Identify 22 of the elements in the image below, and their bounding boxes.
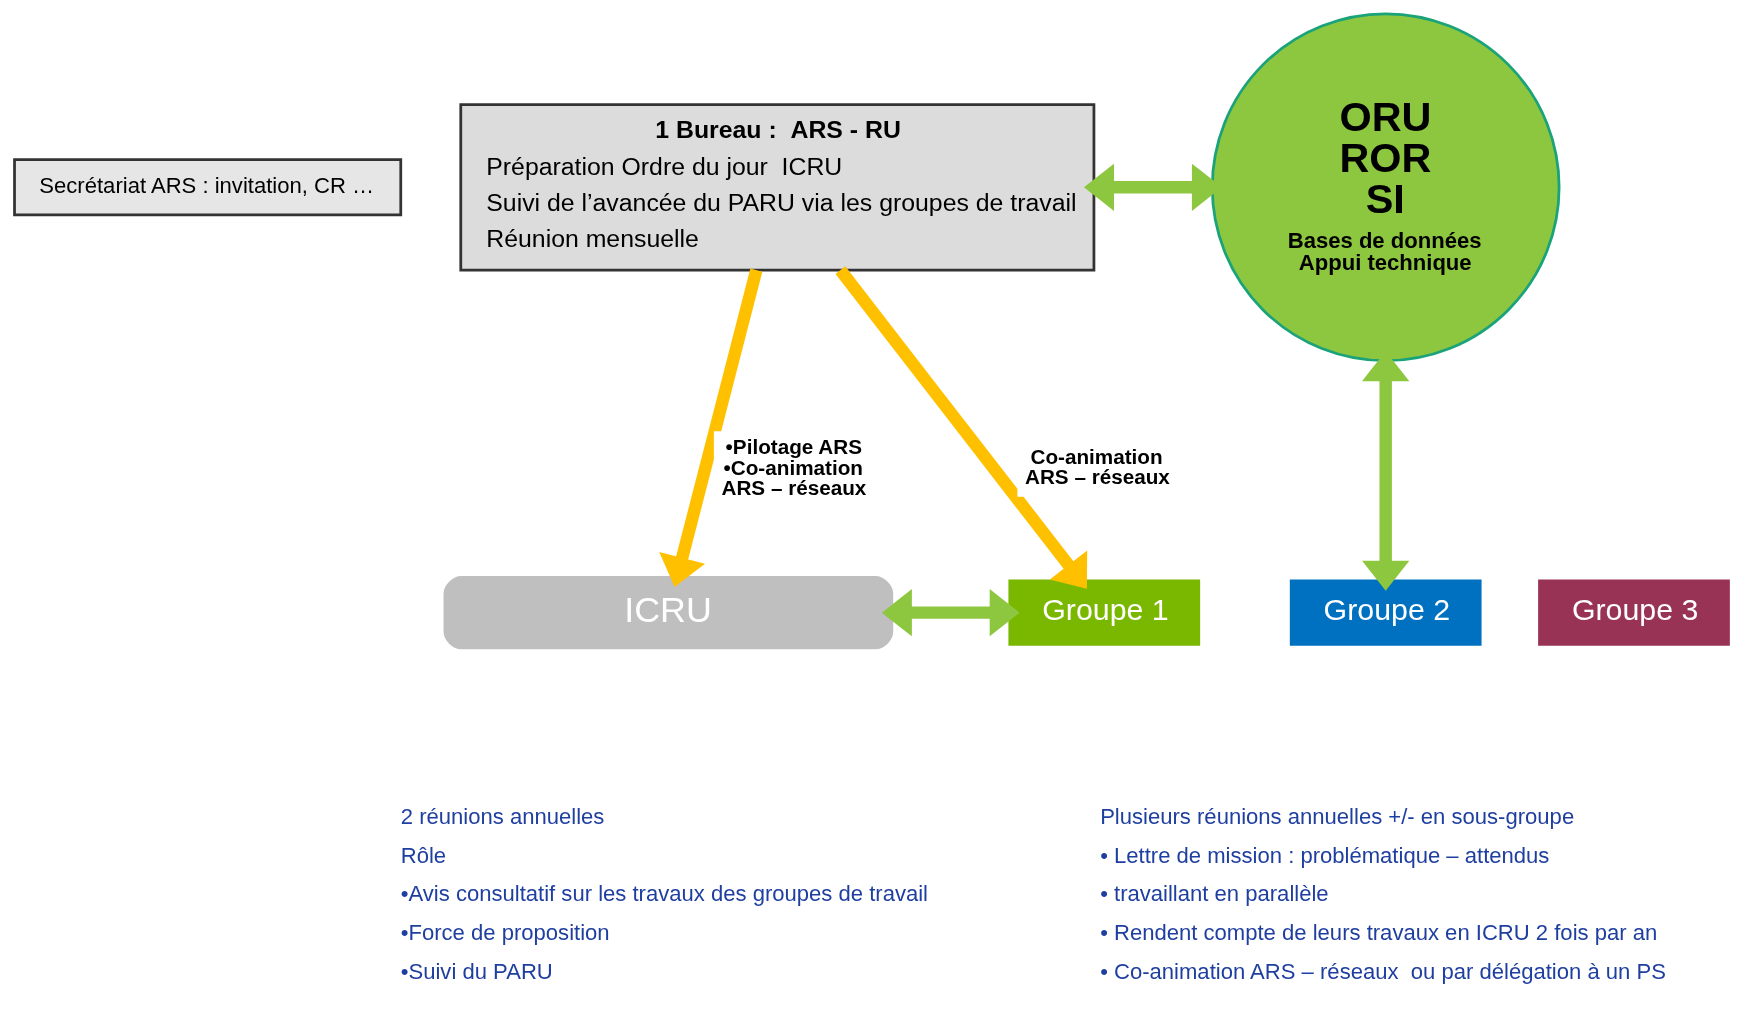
label: • Co-animation ARS – réseaux ou par délégation à un PS [1099,958,1666,984]
label: Plusieurs réunions annuelles +/- en sous-groupe [1099,804,1574,830]
label: • travaillant en parallèle [1099,881,1329,907]
node-box: Secrétariat ARS : invitation, CR … [12,158,402,217]
node-box: Groupe 2 [1289,579,1482,646]
label: • Rendent compte de leurs travaux en ICRU 2 fois par an [1099,919,1657,945]
arrow [835,266,1087,589]
node-label: Rôle [400,842,446,868]
node-box: Groupe 3 [1537,579,1730,646]
arrow [881,588,1020,637]
node-label: •Force de proposition [400,919,610,945]
label: • Lettre de mission : problématique – attendus [1099,842,1549,868]
edge-label: •Pilotage ARS •Co-animation ARS – réseaux [720,435,866,500]
node-label: 2 réunions annuelles [400,804,604,830]
node-box: ICRU [443,576,893,650]
node-label: •Suivi du PARU [400,958,553,984]
edge-label: Co-animation ARS – réseaux [1024,444,1170,489]
node-label: •Avis consultatif sur les travaux des groupes de travail [400,881,928,907]
node-circle: ORU ROR SI Bases de données Appui technique [1210,12,1560,363]
arrow [658,268,762,588]
node-box: Groupe 1 [1007,579,1200,646]
node-box: 1 Bureau : ARS - RU Préparation Ordre du jour ICRU Suivi de l’avancée du PARU via les groupes de travail Réunion mensuelle [458,103,1095,272]
